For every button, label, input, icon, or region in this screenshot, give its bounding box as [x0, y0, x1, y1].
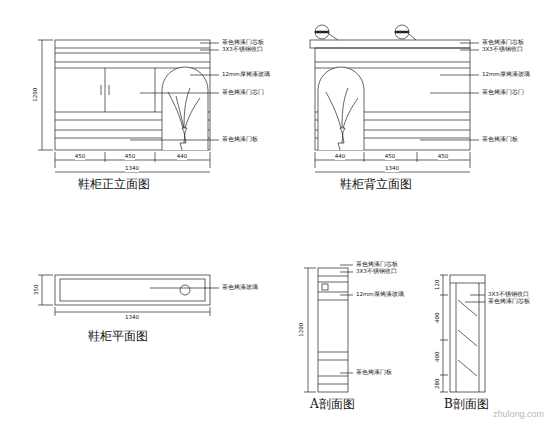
- section-a: [304, 265, 353, 392]
- leader-note: 茶色烤漆门芯门: [482, 90, 524, 96]
- dimension: 1340: [125, 315, 139, 321]
- dimension: 400: [434, 313, 440, 324]
- dimension: 1340: [125, 166, 139, 172]
- dimension: 1200: [299, 323, 305, 337]
- view-title: A剖面图: [310, 398, 355, 410]
- leader-note: 茶色烤漆门芯门: [222, 90, 264, 96]
- leader-note: 茶色烤漆门芯板: [482, 40, 524, 46]
- section-b: [440, 275, 485, 392]
- view-title: B剖面图: [444, 398, 489, 410]
- leader-note: 茶色烤漆门芯板: [222, 40, 264, 46]
- dimension: 440: [335, 154, 346, 160]
- view-title: 鞋柜正立面图: [78, 178, 150, 190]
- leader-note: 3X3不锈钢收口: [488, 292, 529, 298]
- leader-note: 茶色烤漆门板: [222, 137, 258, 143]
- leader-note: 茶色烤漆玻璃: [222, 285, 258, 291]
- dimension: 1200: [33, 88, 39, 102]
- leader-note: 3X3不锈钢收口: [356, 269, 397, 275]
- view-title: 鞋柜平面图: [88, 330, 148, 342]
- dimension: 1340: [385, 166, 399, 172]
- back-elevation: [310, 25, 479, 172]
- watermark: zhulong.com: [493, 410, 544, 419]
- leader-note: 12mm厚烤漆玻璃: [356, 292, 404, 298]
- leader-note: 茶色烤漆门板: [356, 370, 392, 376]
- dimension: 450: [75, 154, 86, 160]
- front-elevation: [38, 40, 219, 172]
- dimension: 450: [125, 154, 136, 160]
- leader-note: 3X3不锈钢收口: [222, 47, 263, 53]
- view-title: 鞋柜背立面图: [340, 178, 412, 190]
- leader-note: 茶色烤漆门芯板: [488, 299, 530, 305]
- leader-note: 12mm厚烤漆玻璃: [222, 72, 270, 78]
- dimension: 450: [385, 154, 396, 160]
- leader-note: 茶色烤漆门板: [482, 137, 518, 143]
- leader-note: 3X3不锈钢收口: [482, 47, 523, 53]
- plan-view: [38, 275, 219, 316]
- dimension: 450: [438, 154, 449, 160]
- leader-note: 12mm厚烤漆玻璃: [482, 72, 530, 78]
- dimension: 350: [33, 285, 39, 296]
- dimension: 280: [434, 379, 440, 390]
- dimension: 440: [177, 154, 188, 160]
- dimension: 400: [434, 352, 440, 363]
- leader-note: 茶色烤漆门芯板: [356, 262, 398, 268]
- dimension: 120: [434, 280, 440, 291]
